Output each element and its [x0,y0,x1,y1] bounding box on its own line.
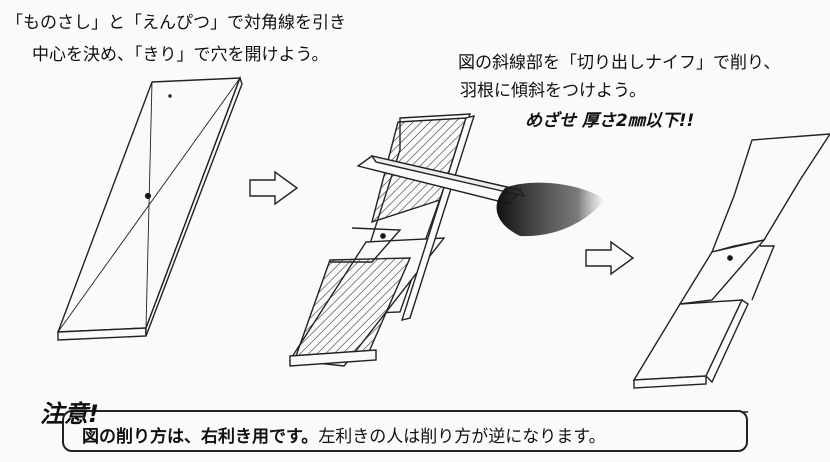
arrow-right-1 [249,170,299,206]
finished-propeller [632,133,830,389]
center-hole-3 [727,255,733,261]
caution-title: 注意! [40,400,99,428]
board-with-diagonals [56,75,243,341]
board-being-carved [288,113,476,367]
step1-instruction-line2: 中心を決め、「きり」で穴を開けよう。 [32,45,329,65]
caution-text-normal: 左利きの人は削り方が逆になります。 [318,427,606,447]
carving-knife [356,154,605,237]
center-hole-2 [380,233,386,239]
arrow-right-2 [585,240,635,276]
caution-text: 図の削り方は、右利き用です。左利きの人は削り方が逆になります。 [82,422,606,447]
caution-box [62,410,748,452]
step2-instruction-line1: 図の斜線部を「切り出しナイフ」で削り、 [458,53,781,73]
step2-instruction-line2: 羽根に傾斜をつけよう。 [460,81,646,101]
caution-text-bold: 図の削り方は、右利き用です。 [82,427,319,447]
step1-instruction-line1: 「ものさし」と「えんぴつ」で対角線を引き [6,13,346,33]
center-hole [144,192,152,200]
thickness-goal: めざせ 厚さ2㎜以下!! [525,111,695,131]
